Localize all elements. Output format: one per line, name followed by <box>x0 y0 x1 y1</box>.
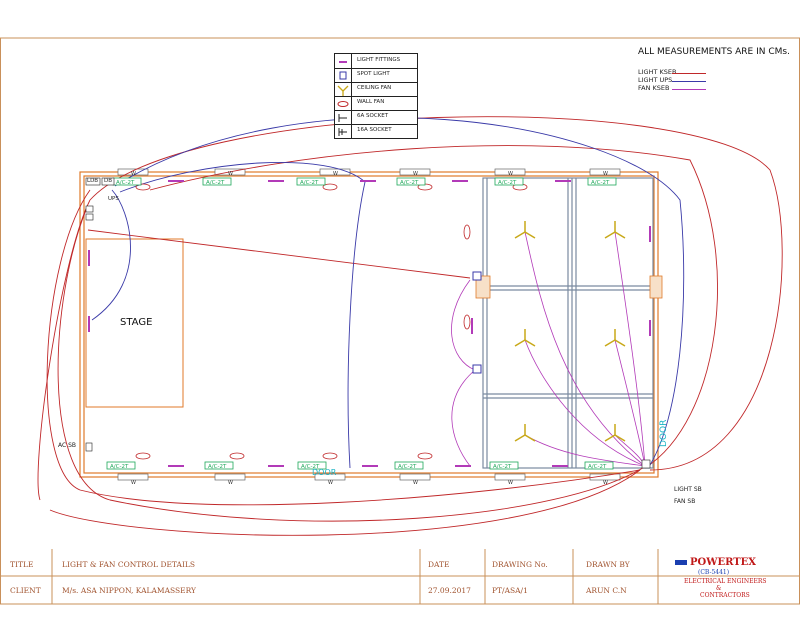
window-label: W <box>603 480 608 486</box>
cabin-partitions <box>482 177 654 469</box>
legend-label: CEILING FAN <box>357 85 392 91</box>
drawing-no-value: PT/ASA/1 <box>492 586 528 595</box>
drawn-by-value: ARUN C.N <box>586 586 627 595</box>
ac-unit-label: A/C-2T <box>398 464 417 470</box>
date-label: DATE <box>428 560 450 569</box>
wall-fans <box>135 183 528 460</box>
ac-unit-label: A/C-2T <box>493 464 512 470</box>
client-value: M/s. ASA NIPPON, KALAMASSERY <box>62 586 196 595</box>
window-label: W <box>508 171 513 177</box>
date-value: 27.09.2017 <box>428 586 471 595</box>
window-label: W <box>413 171 418 177</box>
ceiling-fan-icon <box>335 82 352 96</box>
ac-unit-label: A/C-2T <box>208 464 227 470</box>
pillars <box>475 275 663 299</box>
window-label: W <box>413 480 418 486</box>
window-label: W <box>333 171 338 177</box>
ac-unit-label: A/C-2T <box>498 180 517 186</box>
window-label: W <box>131 171 136 177</box>
wire-key-fan-kseb: FAN KSEB <box>638 84 670 92</box>
window-label: W <box>228 480 233 486</box>
drawing-no-label: DRAWING No. <box>492 560 548 569</box>
ac-unit-label: A/C-2T <box>301 464 320 470</box>
ceiling-fans <box>514 221 626 442</box>
building-walls <box>79 171 659 478</box>
wire-key-line-light-ups <box>672 81 706 82</box>
wall-fan-icon <box>335 96 352 110</box>
wire-key-line-fan-kseb <box>672 89 706 90</box>
distribution-boards <box>85 177 651 469</box>
company-line-3: CONTRACTORS <box>700 592 750 599</box>
door-right-label: DOOR <box>659 419 669 447</box>
ac-unit-label: A/C-2T <box>588 464 607 470</box>
stage-label: STAGE <box>120 317 153 328</box>
legend: LIGHT FITTINGS SPOT LIGHT CEILING FAN WA… <box>334 53 418 139</box>
client-label: CLIENT <box>10 586 41 595</box>
ac-unit-label: A/C-2T <box>591 180 610 186</box>
light-fittings <box>88 180 651 467</box>
company-line-2: & <box>716 585 722 592</box>
door-bottom-label: DOOR <box>312 468 337 477</box>
legend-row-spot-light: SPOT LIGHT <box>335 68 417 83</box>
legend-row-ceiling-fan: CEILING FAN <box>335 82 417 97</box>
measurement-note: ALL MEASUREMENTS ARE IN CMs. <box>638 47 790 57</box>
wiring-fan-kseb <box>451 231 646 467</box>
window-label: W <box>228 171 233 177</box>
legend-label: 16A SOCKET <box>357 127 392 133</box>
wire-key-line-light-kseb <box>672 73 706 74</box>
fan-sb-label: FAN SB <box>674 498 696 505</box>
wire-key-light-ups: LIGHT UPS <box>638 76 673 84</box>
ac-units <box>106 177 617 470</box>
ac-unit-label: A/C-2T <box>400 180 419 186</box>
db-label: DB <box>104 178 113 184</box>
legend-row-wall-fan: WALL FAN <box>335 96 417 111</box>
spot-light-icon <box>335 68 352 82</box>
light-fitting-icon <box>335 54 352 68</box>
company-line-1: ELECTRICAL ENGINEERS <box>684 578 767 585</box>
windows <box>117 168 621 481</box>
ups-label: UPS <box>108 196 119 202</box>
legend-label: SPOT LIGHT <box>357 71 390 77</box>
company-code: (CB-5441) <box>698 569 730 576</box>
legend-label: LIGHT FITTINGS <box>357 57 401 63</box>
wire-key-light-kseb: LIGHT KSEB <box>638 68 677 76</box>
wiring-light-kseb <box>37 116 783 536</box>
ac-unit-label: A/C-2T <box>300 180 319 186</box>
spot-lights <box>472 271 482 374</box>
legend-row-16a-socket: 16A SOCKET <box>335 124 417 138</box>
legend-label: WALL FAN <box>357 99 385 105</box>
window-label: W <box>328 480 333 486</box>
window-label: W <box>508 480 513 486</box>
legend-label: 6A SOCKET <box>357 113 389 119</box>
socket-16a-icon <box>335 124 352 138</box>
ac-unit-label: A/C-2T <box>110 464 129 470</box>
light-sb-label: LIGHT SB <box>674 486 702 493</box>
title-label: TITLE <box>10 560 34 569</box>
company-name: POWERTEX <box>690 557 757 568</box>
window-label: W <box>131 480 136 486</box>
stage <box>85 238 184 408</box>
ac-unit-label: A/C-2T <box>116 180 135 186</box>
drawn-by-label: DRAWN BY <box>586 560 630 569</box>
ac-unit-label: A/C-2T <box>206 180 225 186</box>
legend-row-6a-socket: 6A SOCKET <box>335 110 417 125</box>
socket-6a-icon <box>335 110 352 124</box>
ldb-label: LDB <box>87 178 99 184</box>
window-label: W <box>603 171 608 177</box>
powertex-logo-icon <box>675 560 687 565</box>
title-value: LIGHT & FAN CONTROL DETAILS <box>62 560 196 569</box>
legend-row-light-fittings: LIGHT FITTINGS <box>335 54 417 69</box>
ac-sb-label: AC SB <box>58 442 77 449</box>
